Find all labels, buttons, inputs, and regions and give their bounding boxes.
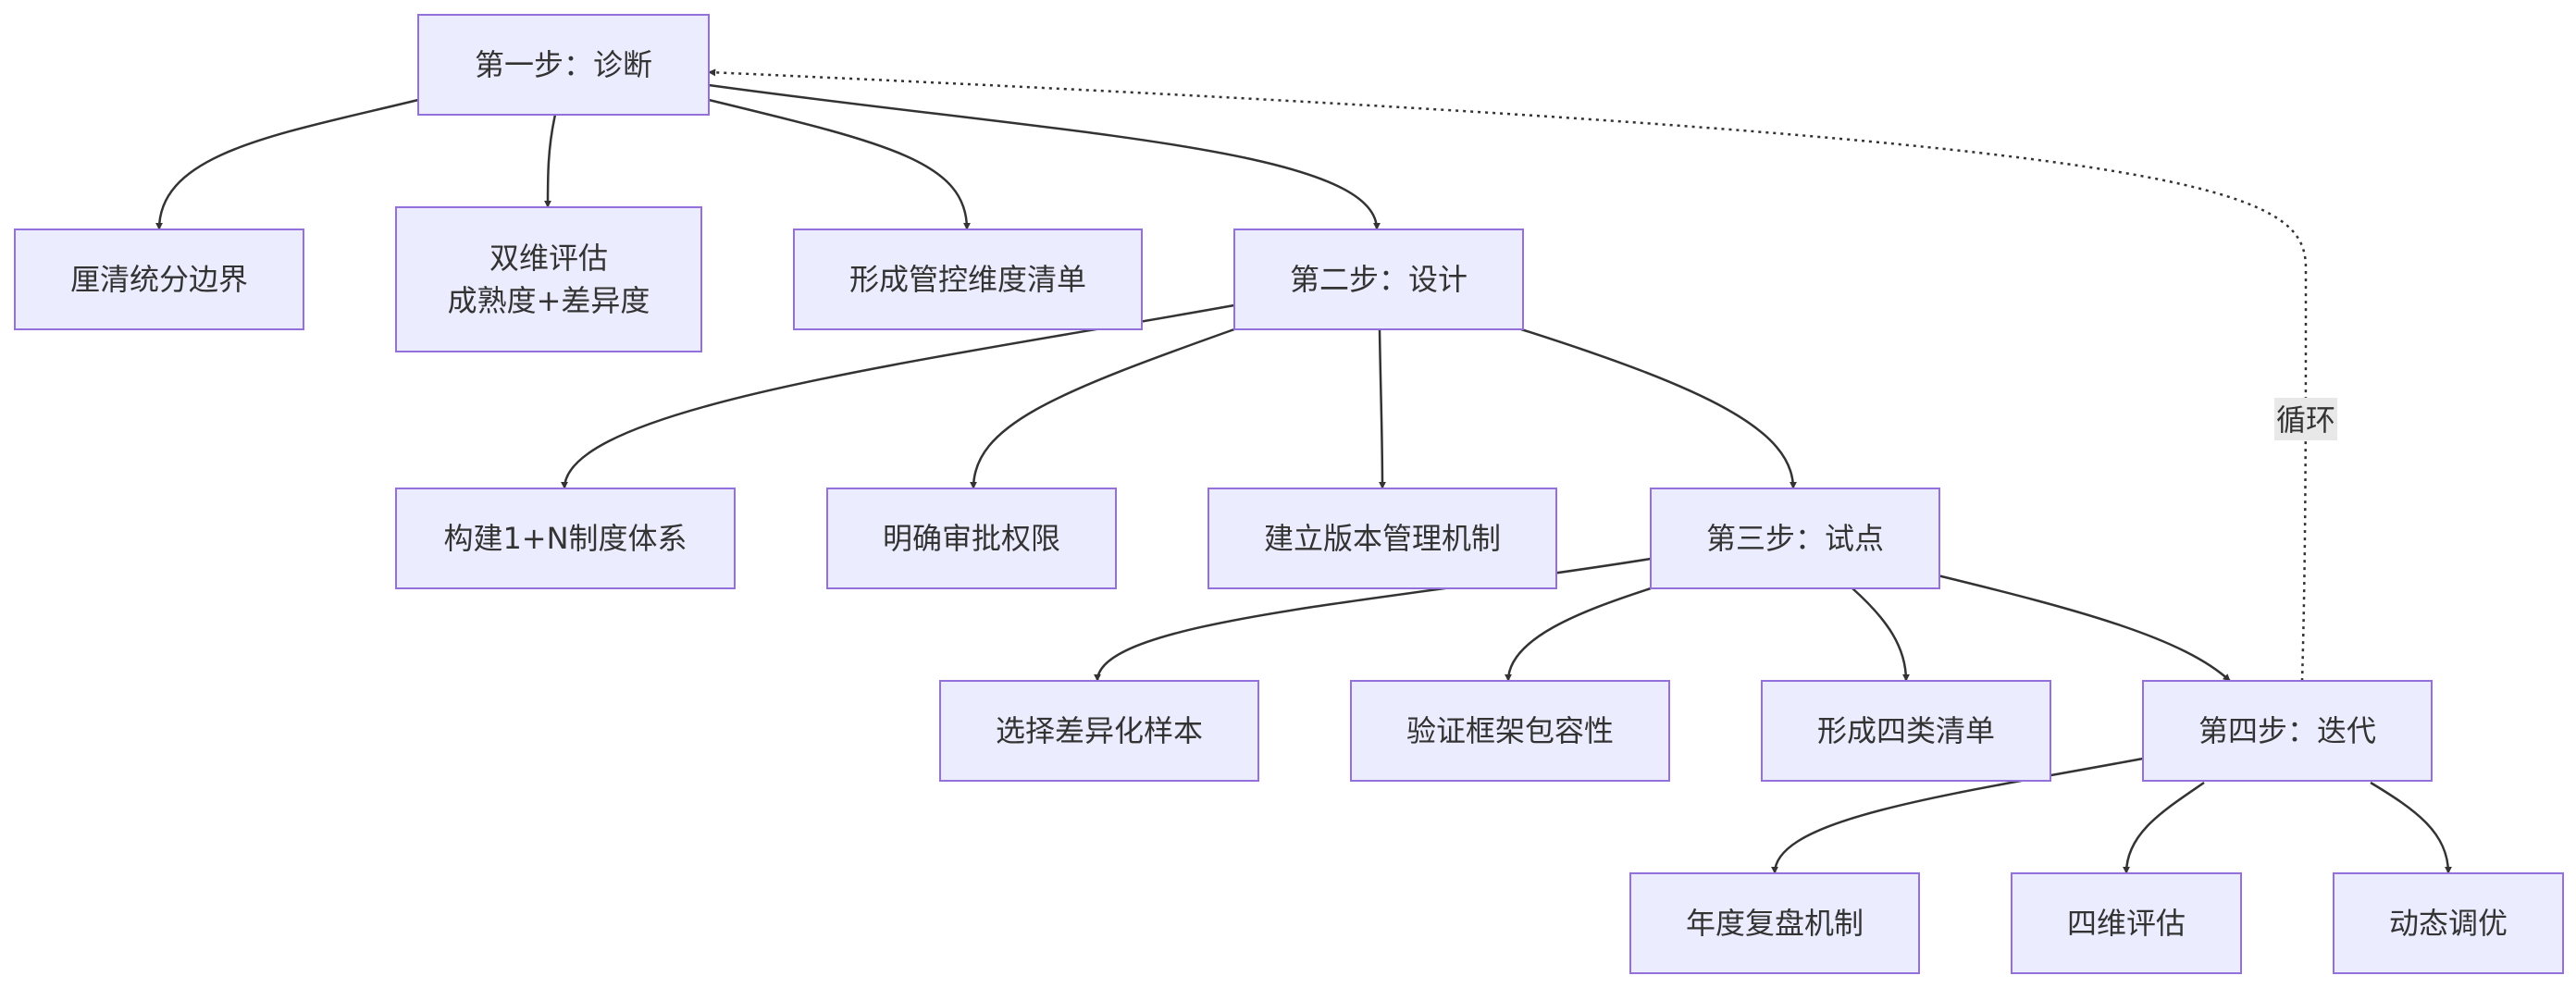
node-control-list-label: 形成管控维度清单	[849, 262, 1086, 297]
node-annual-label: 年度复盘机制	[1686, 906, 1864, 941]
edge-label-loop: 循环	[2274, 398, 2337, 440]
edge-loop-step4-step1	[708, 68, 2308, 682]
node-dual-eval-line1: 双维评估	[489, 241, 608, 276]
edge-label-loop-text: 循环	[2276, 402, 2335, 438]
node-verify-label: 验证框架包容性	[1406, 713, 1614, 748]
edges	[155, 68, 2452, 874]
node-system-label: 构建1+N制度体系	[443, 521, 687, 556]
node-control-list[interactable]: 形成管控维度清单	[793, 228, 1143, 330]
node-dual-eval-line2: 成熟度+差异度	[448, 283, 650, 318]
edge-step3-four-list	[1852, 587, 1910, 682]
edge-step4-annual	[1771, 757, 2144, 874]
edge-step1-step2	[708, 83, 1381, 230]
edge-step1-boundary	[155, 98, 419, 230]
edge-step2-version	[1378, 328, 1386, 489]
node-sample[interactable]: 选择差异化样本	[939, 680, 1259, 782]
edge-step2-approval	[970, 327, 1235, 489]
node-four-list[interactable]: 形成四类清单	[1761, 680, 2051, 782]
node-four-eval-label: 四维评估	[2067, 906, 2186, 941]
node-version[interactable]: 建立版本管理机制	[1208, 488, 1557, 589]
node-step1-label: 第一步：诊断	[475, 47, 652, 82]
node-approval[interactable]: 明确审批权限	[826, 488, 1117, 589]
node-step2-label: 第二步：设计	[1290, 262, 1468, 297]
node-sample-label: 选择差异化样本	[996, 713, 1203, 748]
edge-step3-step4	[1937, 574, 2231, 682]
node-boundary[interactable]: 厘清统分边界	[14, 228, 304, 330]
node-step4[interactable]: 第四步：迭代	[2142, 680, 2433, 782]
node-approval-label: 明确审批权限	[883, 521, 1060, 556]
node-dual-eval[interactable]: 双维评估 成熟度+差异度	[395, 206, 702, 352]
node-step2[interactable]: 第二步：设计	[1233, 228, 1524, 330]
edge-step4-four-eval	[2123, 781, 2205, 874]
node-boundary-label: 厘清统分边界	[70, 262, 248, 297]
node-version-label: 建立版本管理机制	[1264, 521, 1501, 556]
node-tuning[interactable]: 动态调优	[2333, 872, 2564, 974]
node-four-eval[interactable]: 四维评估	[2011, 872, 2242, 974]
edge-step4-tuning	[2370, 781, 2452, 874]
edge-step1-dual-eval	[544, 114, 557, 208]
node-step3-label: 第三步：试点	[1706, 521, 1884, 556]
node-verify[interactable]: 验证框架包容性	[1350, 680, 1670, 782]
node-step3[interactable]: 第三步：试点	[1650, 488, 1940, 589]
node-tuning-label: 动态调优	[2389, 906, 2508, 941]
edge-step2-step3	[1520, 327, 1797, 489]
node-step4-label: 第四步：迭代	[2198, 713, 2376, 748]
node-annual[interactable]: 年度复盘机制	[1629, 872, 1920, 974]
node-system[interactable]: 构建1+N制度体系	[395, 488, 736, 589]
node-four-list-label: 形成四类清单	[1817, 713, 1995, 748]
edge-step3-verify	[1505, 587, 1652, 682]
node-step1[interactable]: 第一步：诊断	[417, 14, 710, 116]
edge-step1-control-list	[708, 98, 971, 230]
